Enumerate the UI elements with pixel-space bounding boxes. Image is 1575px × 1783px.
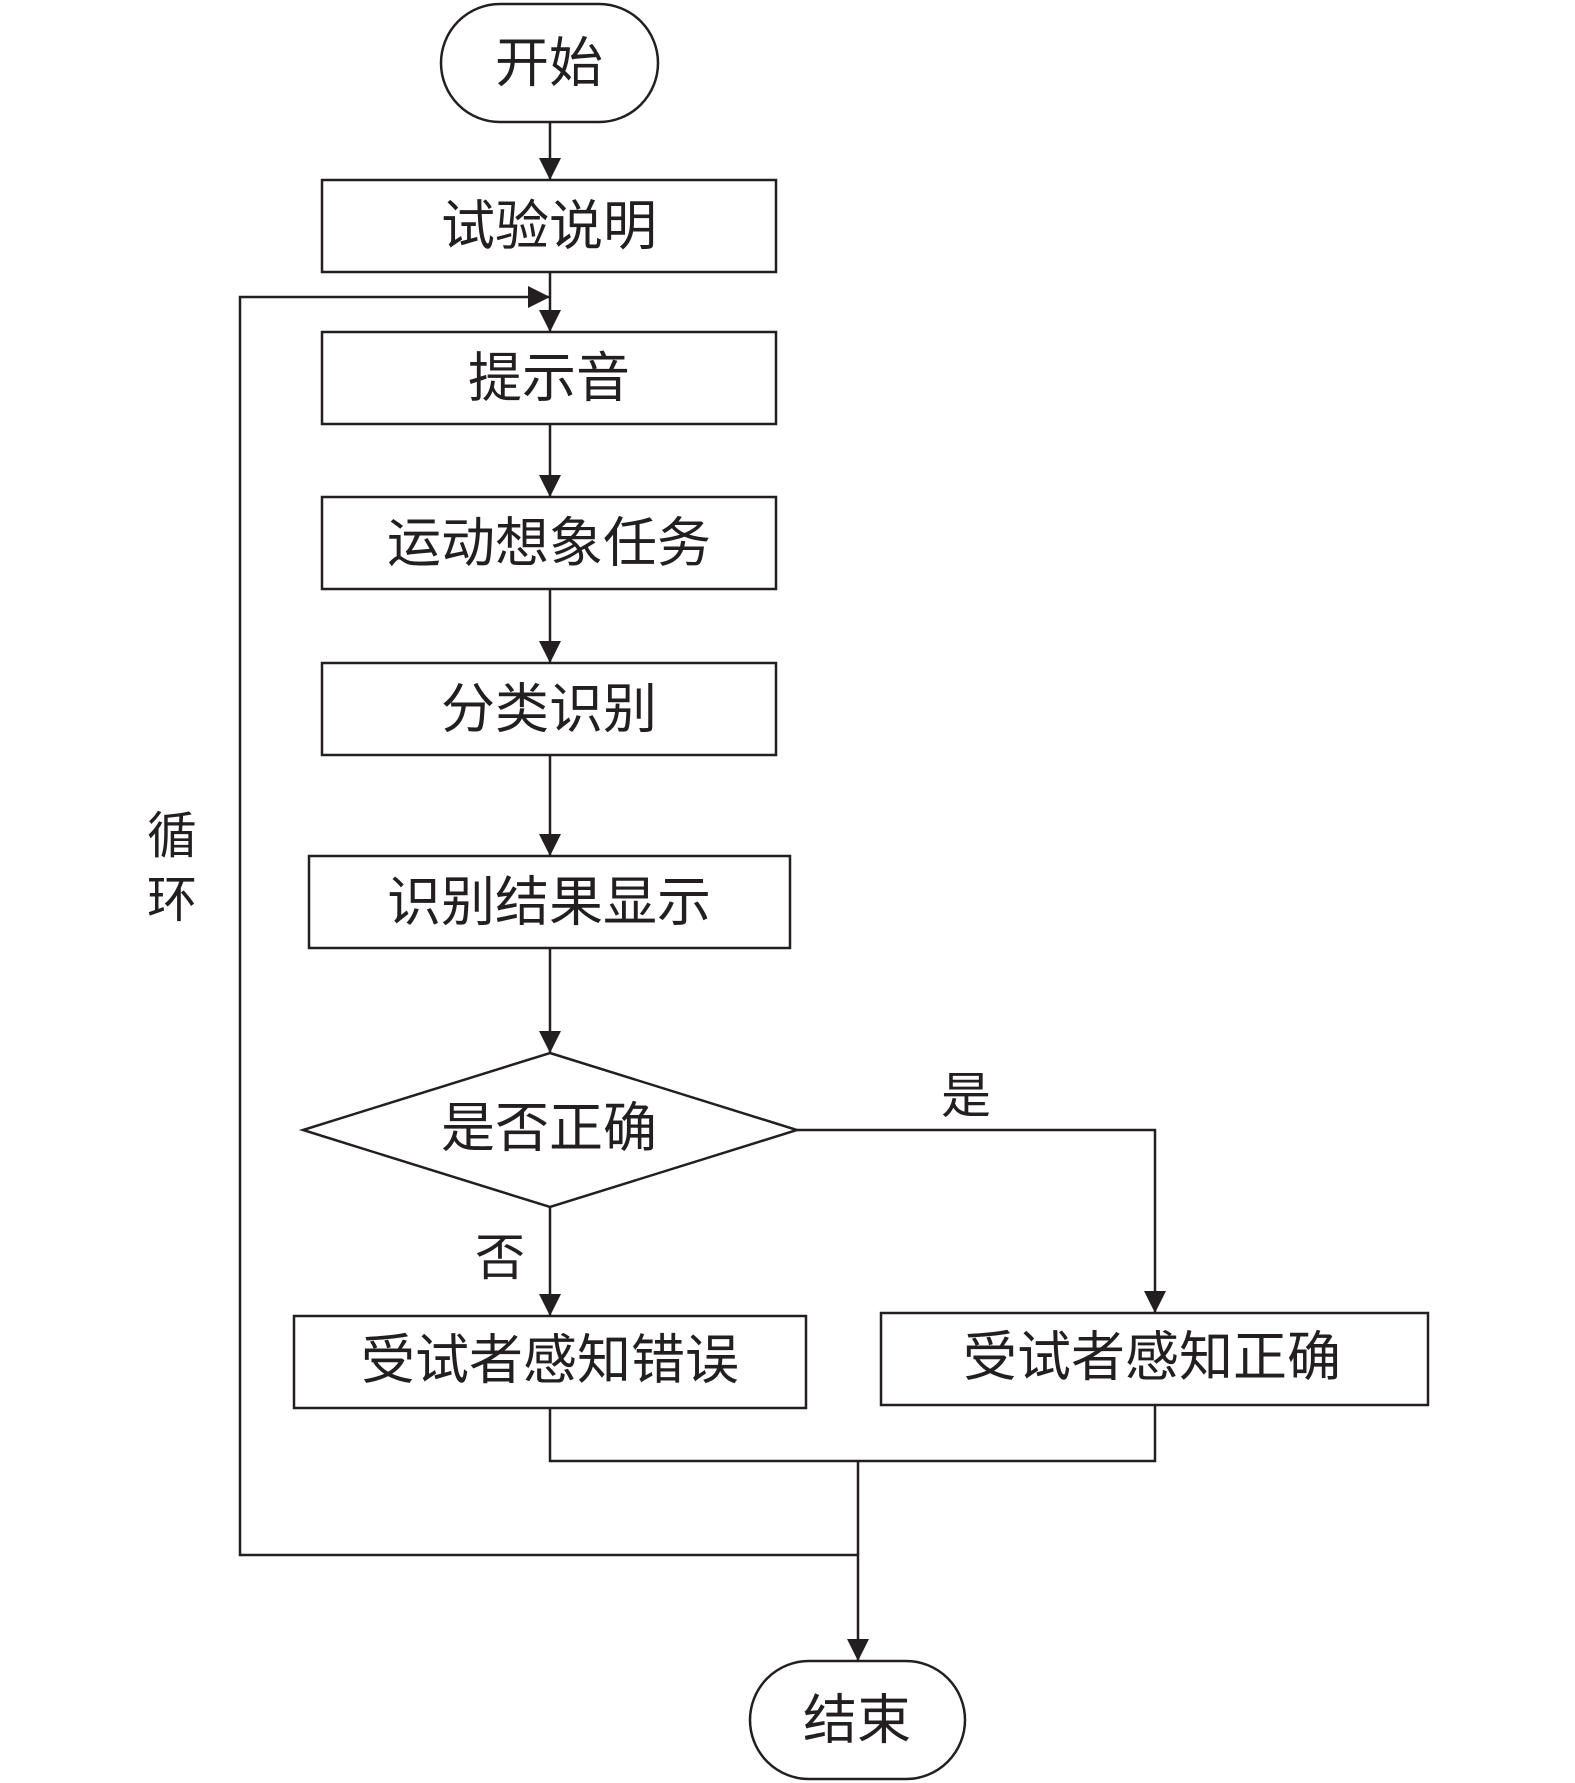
node-motor-imagery-task: 运动想象任务	[320, 495, 778, 591]
node-instructions-label: 试验说明	[441, 195, 657, 258]
node-decision-label: 是否正确	[441, 1097, 657, 1160]
loop-label-char-1: 循	[147, 807, 197, 865]
node-classification: 分类识别	[320, 661, 778, 757]
node-perceived-correct: 受试者感知正确	[879, 1311, 1430, 1407]
node-decision: 是否正确	[298, 1051, 802, 1209]
node-perceived-wrong: 受试者感知错误	[292, 1314, 808, 1410]
edge-decision-yes	[797, 1128, 1166, 1313]
edge-merge-correct	[858, 1405, 1157, 1463]
node-perceived-correct-label: 受试者感知正确	[963, 1326, 1341, 1389]
loop-label-char-2: 环	[147, 871, 197, 929]
node-start: 开始	[439, 2, 660, 124]
edge-merge-wrong	[548, 1408, 858, 1463]
edge-label-no: 否	[475, 1229, 525, 1287]
node-instructions: 试验说明	[320, 178, 778, 274]
node-start-label: 开始	[495, 32, 603, 95]
node-end: 结束	[748, 1659, 967, 1781]
edges	[238, 122, 1166, 1661]
node-result-display-label: 识别结果显示	[387, 871, 711, 934]
node-prompt-tone-label: 提示音	[468, 347, 630, 410]
node-prompt-tone: 提示音	[320, 330, 778, 426]
edge-loop-back	[238, 286, 858, 1557]
node-motor-imagery-task-label: 运动想象任务	[387, 512, 711, 575]
edge-label-yes: 是	[941, 1067, 991, 1125]
node-classification-label: 分类识别	[441, 678, 657, 741]
node-end-label: 结束	[803, 1689, 911, 1752]
node-perceived-wrong-label: 受试者感知错误	[361, 1329, 739, 1392]
node-result-display: 识别结果显示	[307, 854, 792, 950]
